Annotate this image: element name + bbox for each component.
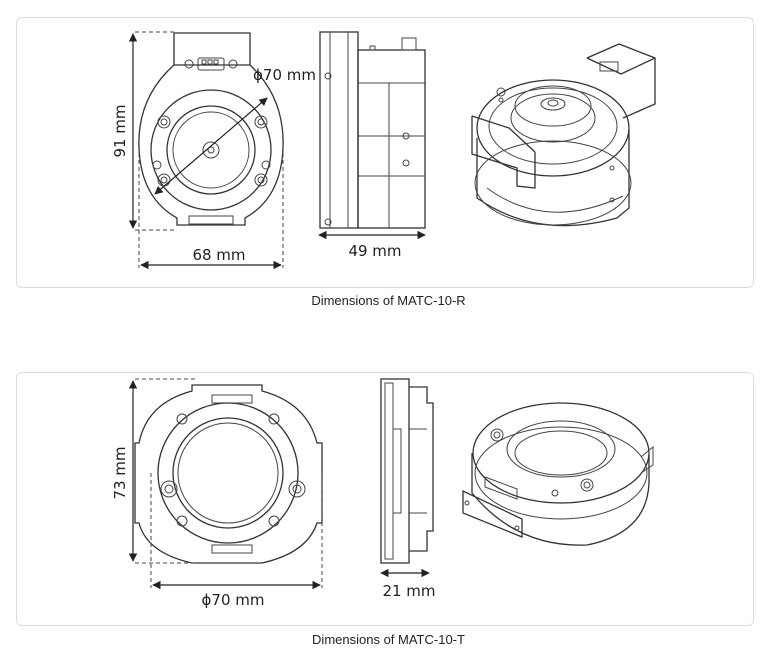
r-front-view: [138, 32, 284, 226]
matc-10-r-caption: Dimensions of MATC-10-R: [311, 293, 466, 308]
t-side-view: [380, 378, 434, 564]
t-diameter-label: ϕ70 mm: [202, 591, 265, 609]
r-height-label: 91 mm: [111, 104, 129, 157]
matc-10-r-drawing: 91 mm 68 mm 49 mm ϕ70 mm: [111, 31, 656, 270]
t-depth-label: 21 mm: [382, 582, 435, 600]
r-diameter-label: ϕ70 mm: [253, 66, 316, 84]
t-height-label: 73 mm: [111, 446, 129, 499]
r-depth-label: 49 mm: [348, 242, 401, 260]
matc-10-t-caption: Dimensions of MATC-10-T: [312, 632, 465, 647]
r-side-view: [319, 31, 426, 229]
matc-10-t-panel: 73 mm ϕ70 mm 21 mm: [16, 372, 754, 626]
r-dimensions: [128, 31, 426, 270]
r-3d-view: [471, 43, 656, 227]
t-dimensions: [128, 378, 430, 590]
t-3d-view: [462, 402, 654, 546]
t-front-view: [134, 384, 323, 564]
r-width-label: 68 mm: [192, 246, 245, 264]
matc-10-r-panel: 91 mm 68 mm 49 mm ϕ70 mm: [16, 17, 754, 288]
matc-10-t-drawing: 73 mm ϕ70 mm 21 mm: [111, 378, 654, 609]
